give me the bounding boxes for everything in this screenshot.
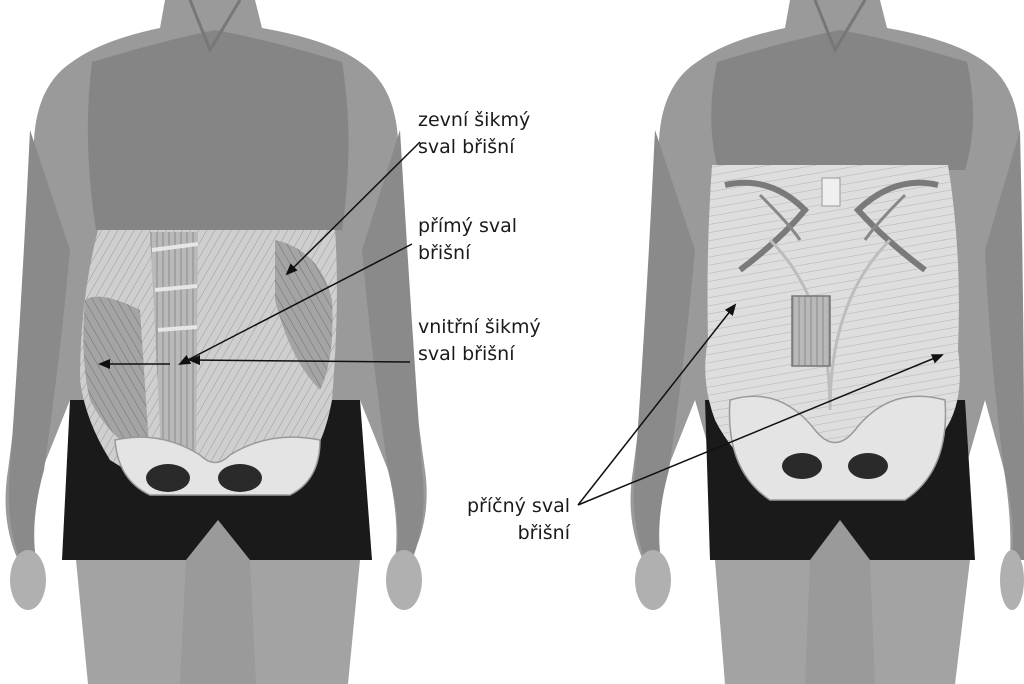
label-external-oblique: zevní šikmý sval břišní — [418, 107, 530, 161]
left-figure-muscle-overlay — [80, 230, 337, 495]
label-transversus-line2: břišní — [440, 520, 570, 547]
label-internal-oblique-line2: sval břišní — [418, 341, 541, 368]
right-figure — [631, 0, 1024, 684]
label-external-oblique-line1: zevní šikmý — [418, 107, 530, 134]
right-figure-muscle-overlay — [705, 165, 960, 500]
left-figure — [6, 0, 427, 684]
label-internal-oblique-line1: vnitřní šikmý — [418, 314, 541, 341]
label-rectus-line1: přímý sval — [418, 213, 517, 240]
label-internal-oblique: vnitřní šikmý sval břišní — [418, 314, 541, 368]
label-rectus: přímý sval břišní — [418, 213, 517, 267]
left-figure-top — [88, 30, 349, 230]
label-transversus: příčný sval břišní — [440, 493, 570, 547]
label-transversus-line1: příčný sval — [440, 493, 570, 520]
label-rectus-line2: břišní — [418, 240, 517, 267]
label-external-oblique-line2: sval břišní — [418, 134, 530, 161]
